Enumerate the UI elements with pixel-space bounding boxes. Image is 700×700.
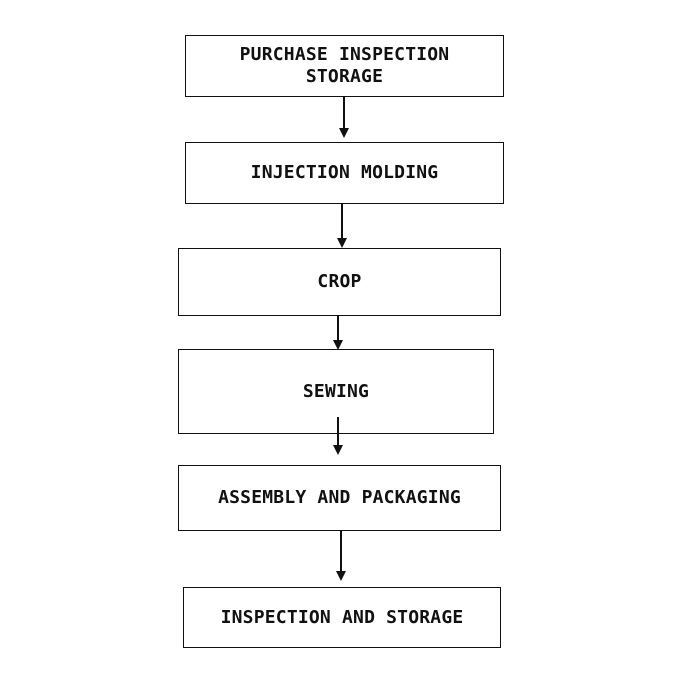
step-box-purchase-inspection-storage: PURCHASE INSPECTION STORAGE xyxy=(185,35,504,97)
step-label: STORAGE xyxy=(305,66,384,87)
arrow-head-icon xyxy=(339,128,349,138)
arrow-shaft xyxy=(341,204,343,240)
arrow-shaft xyxy=(337,316,339,342)
step-box-inspection-and-storage: INSPECTION AND STORAGE xyxy=(183,587,501,648)
step-label: CROP xyxy=(317,271,362,292)
arrow-head-icon xyxy=(336,571,346,581)
step-box-assembly-and-packaging: ASSEMBLY AND PACKAGING xyxy=(178,465,501,531)
step-label: ASSEMBLY AND PACKAGING xyxy=(218,487,461,508)
arrow-shaft xyxy=(340,531,342,573)
step-label: PURCHASE INSPECTION xyxy=(239,44,450,65)
arrow-head-icon xyxy=(333,445,343,455)
step-box-crop: CROP xyxy=(178,248,501,316)
step-label: INJECTION MOLDING xyxy=(250,162,439,183)
step-label: INSPECTION AND STORAGE xyxy=(220,606,464,628)
arrow-shaft xyxy=(337,417,339,447)
arrow-shaft xyxy=(343,97,345,131)
step-box-sewing: SEWING xyxy=(178,349,494,434)
arrow-head-icon xyxy=(333,340,343,350)
step-label: SEWING xyxy=(302,380,370,402)
step-box-injection-molding: INJECTION MOLDING xyxy=(185,142,504,204)
arrow-head-icon xyxy=(337,238,347,248)
